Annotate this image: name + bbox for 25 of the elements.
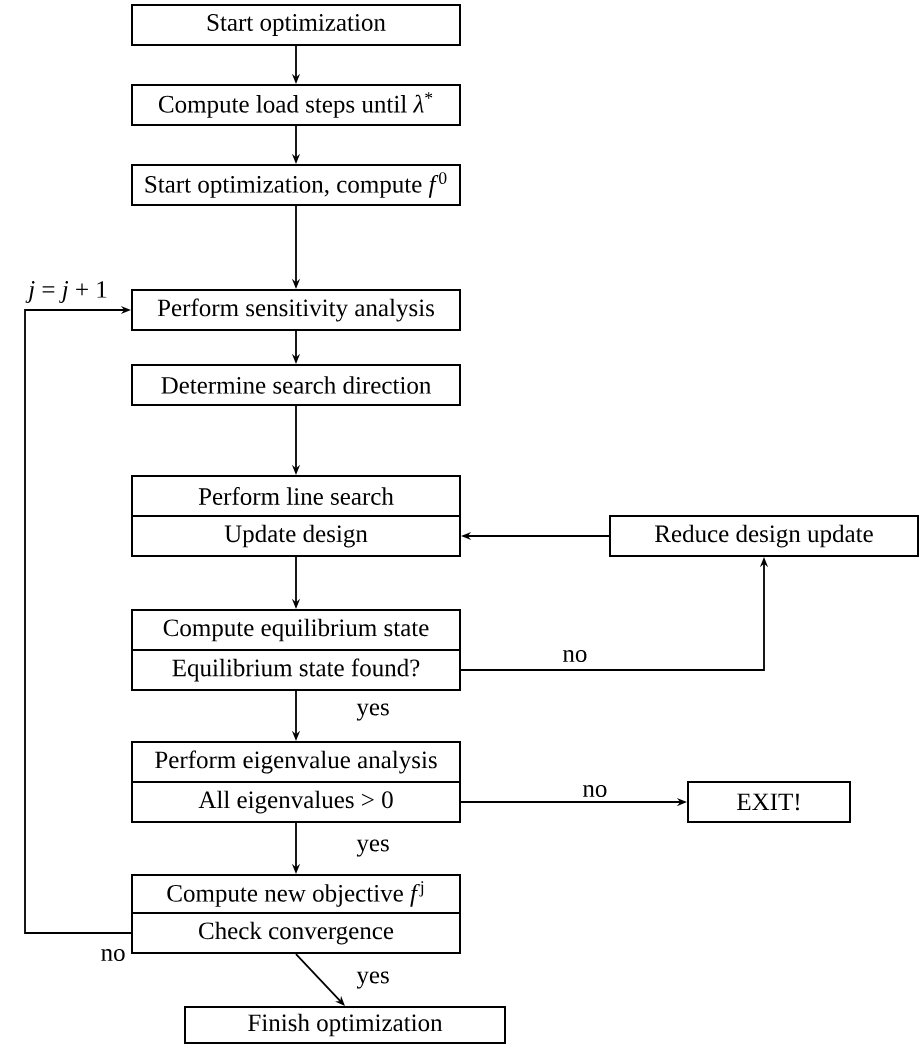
edge-label: no	[560, 648, 590, 664]
process-box: Reduce design update	[609, 515, 919, 557]
process-box: Finish optimization	[184, 1006, 506, 1044]
edge-label: yes	[354, 837, 392, 859]
process-box: Update design	[131, 515, 461, 557]
process-box: Compute load steps until λ$^{*}$	[131, 84, 461, 126]
counter-label: j = j + 1	[25, 281, 107, 303]
edge-label: yes	[354, 701, 392, 723]
process-box: Perform line search	[131, 475, 461, 517]
edge-label: no	[580, 783, 610, 799]
process-box: Perform sensitivity analysis	[131, 289, 461, 331]
process-box: Compute new objective f$^{j}$	[131, 874, 461, 914]
process-box: Determine search direction	[131, 364, 461, 406]
process-box: Check convergence	[131, 912, 461, 954]
process-box: Compute equilibrium state	[131, 609, 461, 651]
arrow	[24, 305, 132, 934]
edge-label: no	[98, 947, 128, 963]
process-box: EXIT!	[687, 781, 851, 823]
arrow	[295, 953, 345, 1006]
edge-label: yes	[354, 969, 392, 991]
process-box: Equilibrium state found?	[131, 649, 461, 691]
process-box: Start optimization	[131, 4, 461, 46]
process-box: Start optimization, compute f$^{0}$	[131, 164, 461, 206]
process-box: All eigenvalues > 0	[131, 781, 461, 823]
process-box: Perform eigenvalue analysis	[131, 741, 461, 783]
